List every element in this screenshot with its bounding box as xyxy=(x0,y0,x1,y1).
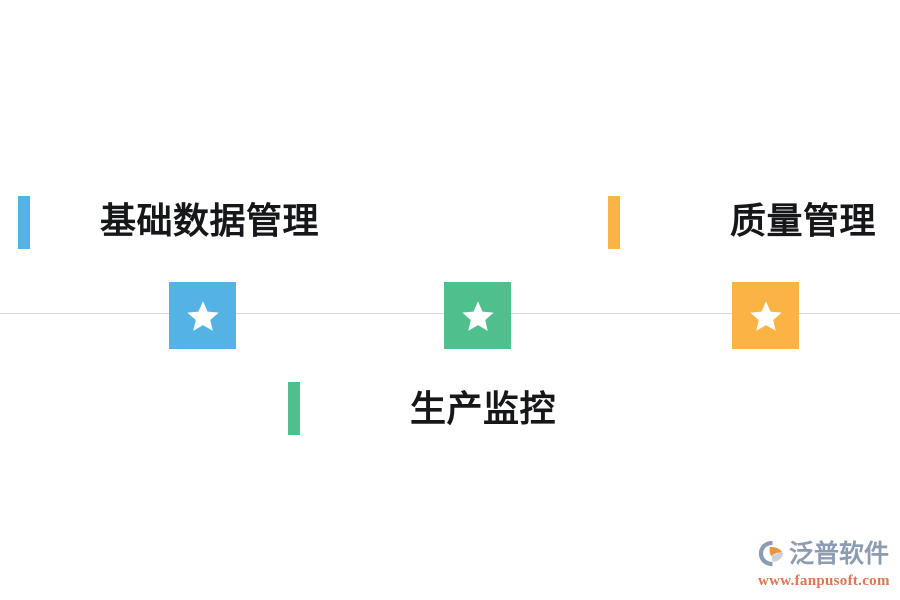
milestone-marker-basic-data[interactable] xyxy=(169,282,236,349)
watermark-brand-row: 泛普软件 xyxy=(757,535,893,571)
watermark: 泛普软件 www.fanpusoft.com xyxy=(757,535,893,590)
fanpusoft-logo-icon xyxy=(758,540,784,567)
star-icon xyxy=(461,300,494,331)
accent-bar-production-monitor xyxy=(288,382,300,435)
milestone-label-basic-data: 基础数据管理 xyxy=(100,200,320,241)
watermark-url-text: www.fanpusoft.com xyxy=(758,573,890,589)
milestone-label-quality: 质量管理 xyxy=(730,200,877,241)
milestone-marker-quality[interactable] xyxy=(732,282,799,349)
star-icon xyxy=(749,300,782,331)
accent-bar-basic-data xyxy=(18,196,30,249)
accent-bar-quality xyxy=(608,196,620,249)
star-icon xyxy=(186,300,219,331)
milestone-label-production-monitor: 生产监控 xyxy=(410,388,557,429)
watermark-brand-text: 泛普软件 xyxy=(789,538,890,568)
milestone-marker-production-monitor[interactable] xyxy=(444,282,511,349)
